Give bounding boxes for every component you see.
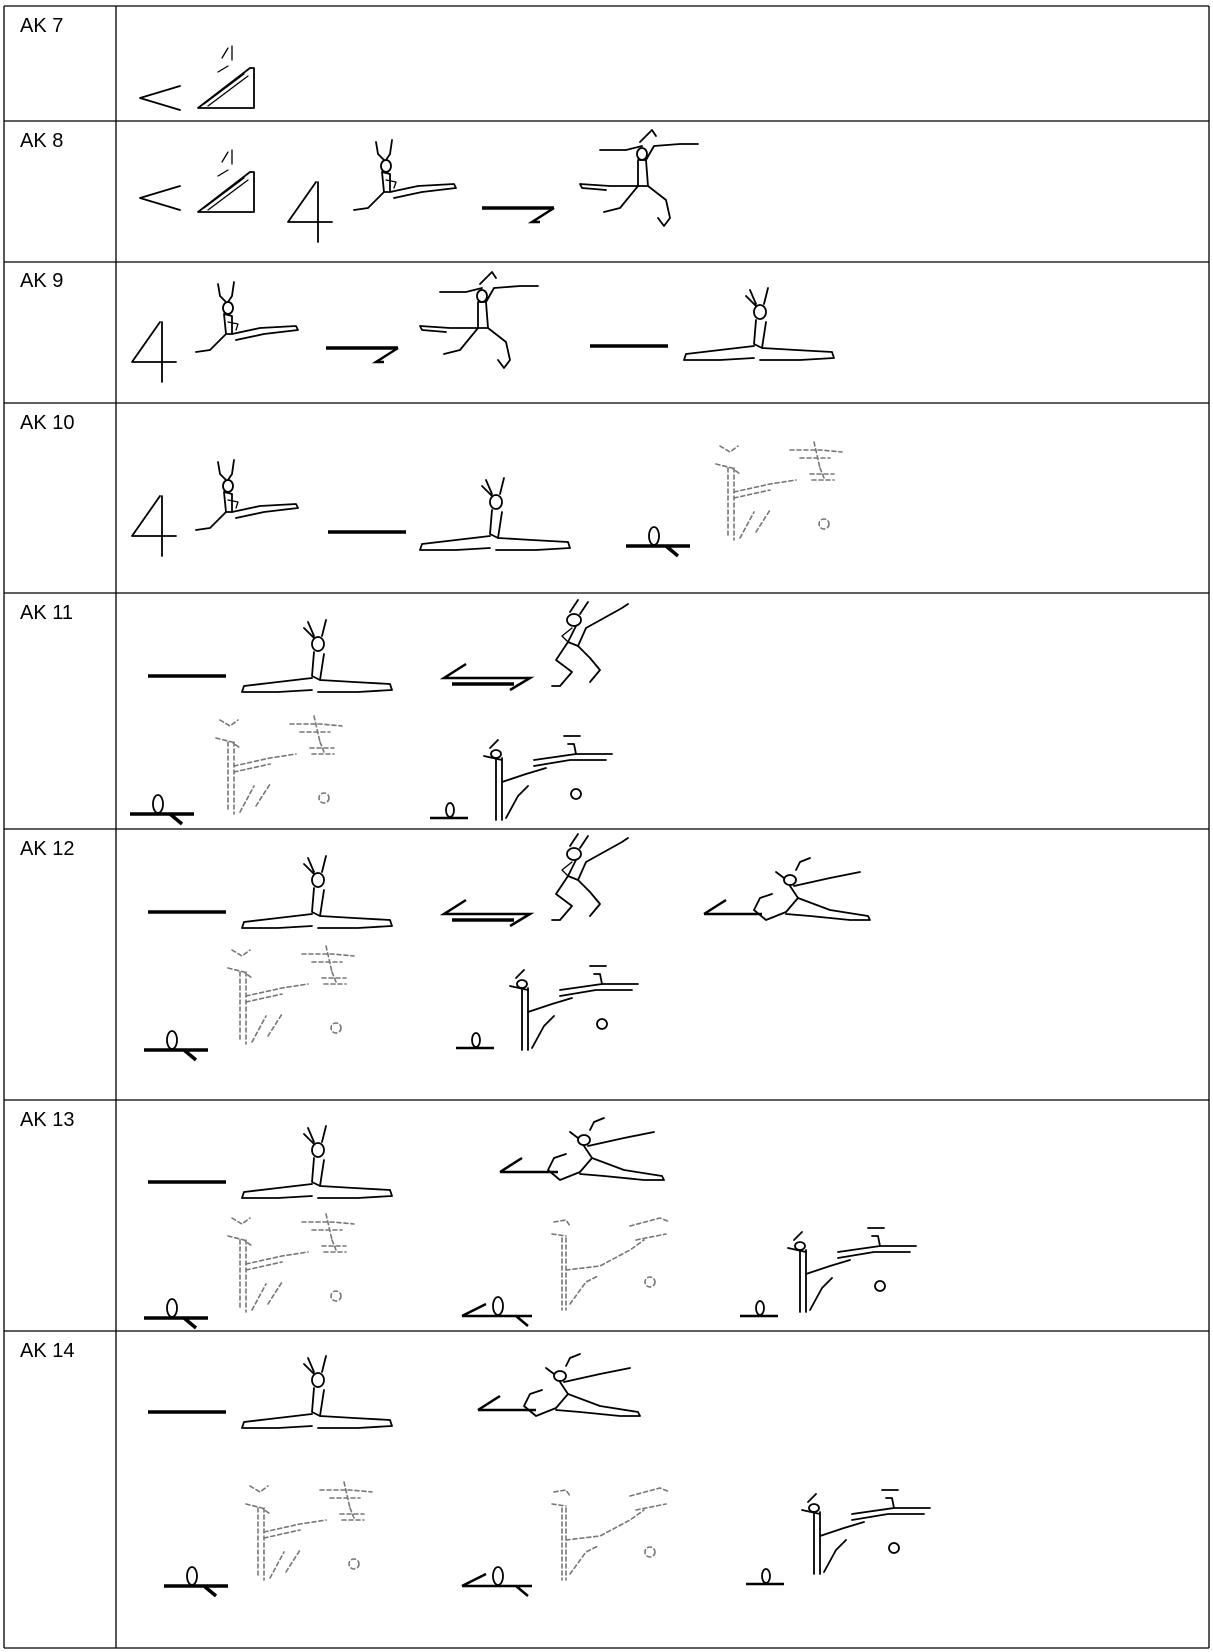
row-label-ak14: AK 14 [20,1340,74,1362]
leap-figure-icon [195,281,299,353]
split-leap-figure-icon [683,287,835,361]
turn-sequence-figure-icon [245,1481,373,1581]
small-loop-symbol-icon [744,1567,786,1586]
row-label-ak10: AK 10 [20,412,74,434]
turn-sequence-figure-icon [227,945,355,1045]
angle-symbol-icon [702,898,764,916]
four-symbol-icon [131,495,177,557]
angle-loop-symbol-icon [460,1295,534,1328]
split-turn-figure-icon [787,1227,917,1313]
angle-loop-symbol-icon [460,1565,534,1598]
zigzag-symbol-icon [442,662,532,692]
split-leap-figure-icon [241,1125,393,1199]
ak13-notation [142,1117,917,1330]
wedge-figure-icon [197,149,255,213]
row-label-ak8: AK 8 [20,130,63,152]
switch-leap-figure-icon [551,599,629,687]
ak7-notation [139,45,255,111]
loop-symbol-icon [142,1297,210,1330]
loop-symbol-icon [162,1565,230,1598]
angle-symbol-icon [498,1156,560,1174]
zigzag-symbol-icon [442,898,532,928]
turn-sequence-figure-icon [715,441,843,541]
split-leap-figure-icon [419,477,571,551]
ak9-notation [131,271,835,383]
ak12-notation [142,833,871,1062]
table-grid [3,5,1210,1649]
split-leap-figure-icon [241,619,393,693]
less-than-symbol [139,185,181,211]
z-stroke-icon [480,206,556,224]
split-turn-figure-icon [801,1489,931,1575]
dashed-turn-figure-icon [551,1487,671,1581]
dashed-turn-figure-icon [551,1217,671,1311]
small-loop-symbol-icon [428,801,470,820]
turn-sequence-figure-icon [227,1213,355,1313]
switch-leap-figure-icon [551,833,629,921]
ring-leap-figure-icon [523,1353,641,1417]
ak8-notation [139,129,699,243]
row-label-ak12: AK 12 [20,838,74,860]
leap-figure-icon [353,139,457,211]
row-label-ak9: AK 9 [20,270,63,292]
wedge-figure-icon [197,45,255,109]
split-turn-figure-icon [509,965,639,1051]
four-symbol-icon [287,181,333,243]
turn-sequence-figure-icon [215,715,343,815]
ring-leap-figure-icon [753,857,871,921]
row-label-ak13: AK 13 [20,1109,74,1131]
ak11-notation [128,599,629,826]
stag-leap-figure-icon [579,129,699,227]
split-leap-figure-icon [241,855,393,929]
leap-figure-icon [195,459,299,531]
ak10-notation [131,441,843,558]
ak14-notation [146,1353,931,1598]
less-than-symbol [139,85,181,111]
row-label-ak11: AK 11 [20,602,73,624]
small-loop-symbol-icon [454,1031,496,1050]
ring-leap-figure-icon [547,1117,665,1181]
split-turn-figure-icon [483,735,613,821]
row-label-ak7: AK 7 [20,15,63,37]
four-symbol-icon [131,321,177,383]
split-leap-figure-icon [241,1355,393,1429]
stag-leap-figure-icon [419,271,539,369]
z-stroke-icon [324,346,400,364]
small-loop-symbol-icon [738,1299,780,1318]
loop-symbol-icon [624,525,692,558]
loop-symbol-icon [128,793,196,826]
loop-symbol-icon [142,1029,210,1062]
